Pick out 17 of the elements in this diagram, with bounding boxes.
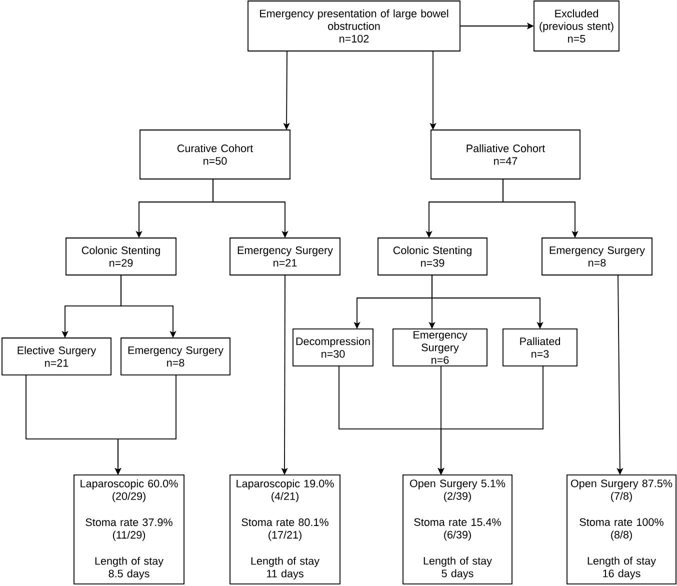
process-box: Curative Cohort n=50: [140, 130, 290, 180]
process-box: Colonic Stenting n=39: [378, 238, 488, 276]
process-box: Laparoscopic 19.0% (4/21) Stoma rate 80.1% (17/21) Length of stay 11 days: [230, 474, 340, 584]
process-box: Emergency Surgery n=8: [542, 238, 652, 276]
process-box: Decompression n=30: [292, 328, 374, 366]
process-box: Colonic Stenting n=29: [66, 238, 176, 276]
process-box: Emergency Surgery n=8: [120, 338, 230, 376]
process-box: Excluded (previous stent) n=5: [534, 0, 620, 52]
process-box: Elective Surgery n=21: [2, 338, 112, 376]
process-box: Open Surgery 5.1% (2/39) Stoma rate 15.4% (6/39) Length of stay 5 days: [402, 474, 512, 584]
process-box: Open Surgery 87.5% (7/8) Stoma rate 100% (8/8) Length of stay 16 days: [566, 474, 676, 584]
process-box: Emergency Surgery n=6: [392, 328, 488, 366]
process-box: Emergency Surgery n=21: [230, 238, 340, 276]
process-box: Emergency presentation of large bowel obstruction n=102: [248, 0, 460, 52]
process-box: Palliative Cohort n=47: [430, 130, 580, 180]
process-box: Laparoscopic 60.0% (20/29) Stoma rate 37.9% (11/29) Length of stay 8.5 days: [74, 474, 184, 584]
process-box: Palliated n=3: [502, 328, 578, 366]
